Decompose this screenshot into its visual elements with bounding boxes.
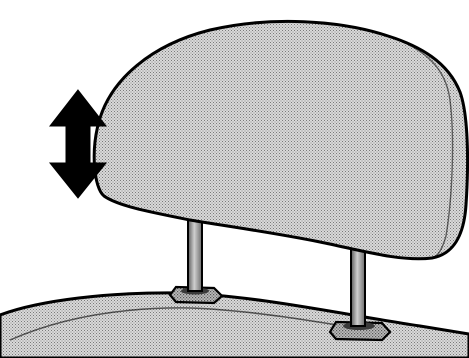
headrest-post-right (350, 239, 366, 327)
adjust-arrow-icon (48, 89, 108, 199)
seatback-top (0, 291, 469, 358)
headrest-post-left (187, 219, 203, 292)
headrest-side-edge (387, 35, 454, 259)
seatback-seam (9, 307, 381, 341)
headrest (92, 19, 469, 261)
